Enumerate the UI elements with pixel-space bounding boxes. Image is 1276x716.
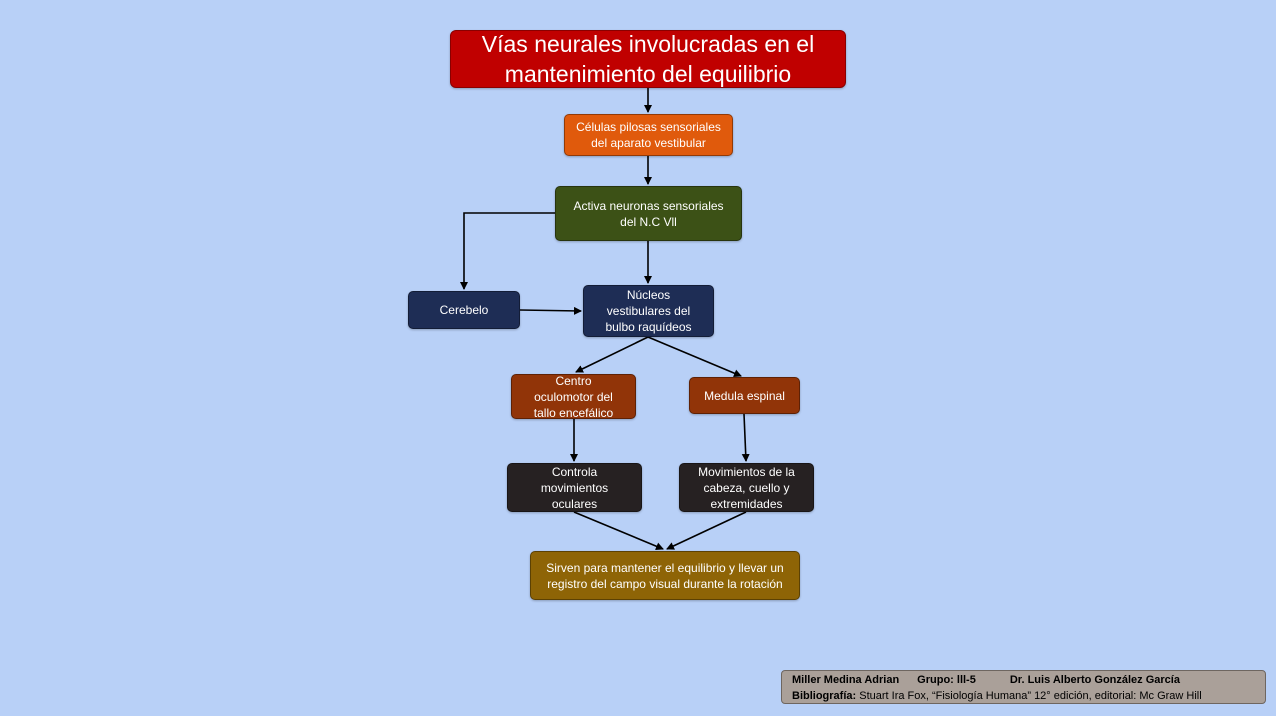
node-sirven-equilibrio: Sirven para mantener el equilibrio y lle… bbox=[530, 551, 800, 600]
credits-footer: Miller Medina Adrian Grupo: lll-5 Dr. Luis… bbox=[781, 670, 1266, 704]
node-nucleos-vestibulares: Núcleos vestibulares del bulbo raquídeos bbox=[583, 285, 714, 337]
author-name: Miller Medina Adrian bbox=[792, 674, 900, 686]
arrow-activa-to-cerebelo bbox=[460, 212, 555, 290]
node-activa-neuronas: Activa neuronas sensoriales del N.C Vll bbox=[555, 186, 742, 241]
node-medula-espinal: Medula espinal bbox=[689, 377, 800, 414]
node-movimientos-cabeza: Movimientos de la cabeza, cuello y extre… bbox=[679, 463, 814, 512]
arrow-cerebelo-to-nucleos bbox=[519, 306, 582, 315]
credits-row: Miller Medina Adrian Grupo: lll-5 Dr. Luis… bbox=[792, 672, 1255, 688]
teacher-name: Dr. Luis Alberto González García bbox=[1009, 674, 1180, 686]
arrow-medula-to-movimientos bbox=[741, 413, 750, 462]
group-label: Grupo: lll-5 bbox=[917, 674, 976, 686]
bibliography-row: Bibliografía: Stuart Ira Fox, “Fisiologí… bbox=[792, 688, 1255, 704]
arrow-nucleos-to-medula bbox=[647, 336, 742, 377]
node-celulas-pilosas: Células pilosas sensoriales del aparato … bbox=[564, 114, 733, 156]
arrow-movimientos-to-sirven bbox=[666, 511, 747, 550]
bibliography-text: Stuart Ira Fox, “Fisiología Humana” 12° … bbox=[856, 690, 1202, 702]
arrow-controla-to-sirven bbox=[573, 511, 664, 551]
diagram-title: Vías neurales involucradas en el manteni… bbox=[450, 30, 846, 88]
arrow-nucleos-to-centro bbox=[575, 336, 649, 373]
bibliography-label: Bibliografía: bbox=[792, 690, 857, 702]
node-centro-oculomotor: Centro oculomotor del tallo encefálico bbox=[511, 374, 636, 420]
node-controla-movimientos: Controla movimientos oculares bbox=[507, 463, 642, 512]
node-cerebelo: Cerebelo bbox=[408, 291, 520, 329]
